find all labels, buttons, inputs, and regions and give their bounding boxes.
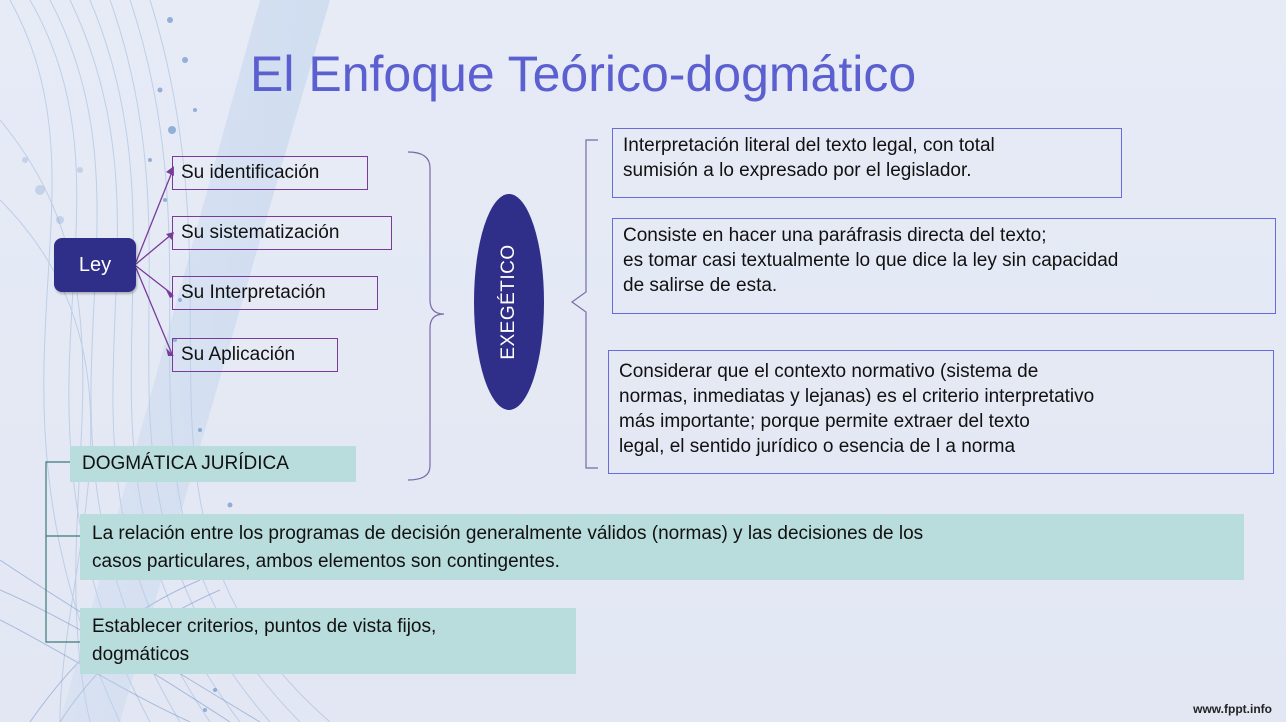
ley-box: Ley [54, 238, 136, 292]
description-line: es tomar casi textualmente lo que dice l… [623, 250, 1119, 271]
description-line: legal, el sentido jurídico o esencia de … [619, 436, 1016, 457]
relacion-box: La relación entre los programas de decis… [80, 514, 1244, 580]
brace-descriptions [570, 139, 598, 469]
relacion-line: casos particulares, ambos elementos son … [92, 551, 560, 572]
brace-left-group [407, 151, 445, 481]
su-identificacion-box: Su identificación [172, 156, 368, 190]
su-aplicacion-box: Su Aplicación [172, 338, 338, 372]
criterios-line: dogmáticos [92, 644, 190, 665]
description-line: Considerar que el contexto normativo (si… [619, 361, 1039, 382]
exegetico-label: EXEGÉTICO [498, 244, 519, 360]
exegetico-ellipse: EXEGÉTICO [474, 194, 544, 410]
criterios-line: Establecer criterios, puntos de vista fi… [92, 616, 437, 637]
description-line: Consiste en hacer una paráfrasis directa… [623, 225, 1047, 246]
description-contexto: Considerar que el contexto normativo (si… [608, 350, 1274, 474]
connector-aplicacion [135, 267, 173, 355]
description-line: normas, inmediatas y lejanas) es el crit… [619, 386, 1095, 407]
description-parafrasis: Consiste en hacer una paráfrasis directa… [612, 218, 1276, 314]
description-line: más importante; porque permite extraer d… [619, 411, 1030, 432]
connector-sistematizacion [135, 233, 173, 265]
description-literal: Interpretación literal del texto legal, … [612, 128, 1122, 198]
description-line: Interpretación literal del texto legal, … [623, 135, 995, 156]
su-sistematizacion-box: Su sistematización [172, 216, 392, 250]
connector-identificacion [135, 171, 173, 263]
relacion-line: La relación entre los programas de decis… [92, 523, 924, 544]
connector-interpretacion [135, 265, 173, 295]
criterios-box: Establecer criterios, puntos de vista fi… [80, 608, 576, 674]
dogmatica-connector [45, 461, 82, 643]
dogmatica-juridica-box: DOGMÁTICA JURÍDICA [70, 446, 356, 482]
footer-url: www.fppt.info [1193, 702, 1272, 716]
description-line: de salirse de esta. [623, 275, 778, 296]
page-title: El Enfoque Teórico-dogmático [250, 46, 917, 102]
su-interpretacion-box: Su Interpretación [172, 276, 378, 310]
description-line: sumisión a lo expresado por el legislado… [623, 160, 972, 181]
